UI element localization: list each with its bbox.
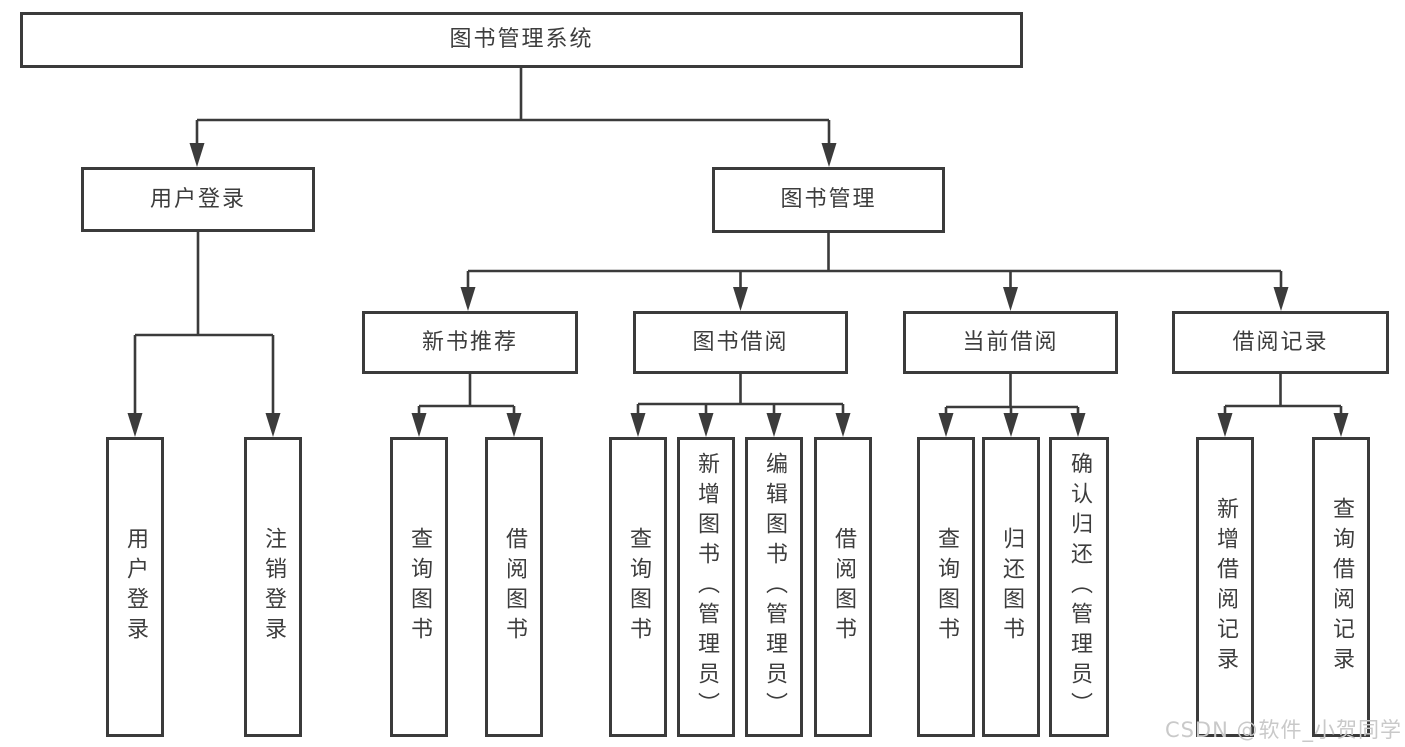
node-label: 借阅记录 (1232, 329, 1329, 355)
node-label: 归还图书 (999, 527, 1024, 647)
node-label: 借阅图书 (831, 527, 856, 647)
node-borrowing-records: 借阅记录 (1172, 311, 1389, 374)
leaf-borrow-books-borrowing: 借阅图书 (814, 437, 872, 737)
node-label: 图书管理系统 (449, 27, 594, 52)
node-label: 编辑图书（管理员） (762, 452, 787, 722)
node-book-management: 图书管理 (712, 167, 945, 233)
node-label: 查询借阅记录 (1329, 497, 1354, 677)
leaf-confirm-return-admin: 确认归还（管理员） (1049, 437, 1109, 737)
node-label: 查询图书 (626, 527, 651, 647)
leaf-user-login: 用户登录 (106, 437, 164, 737)
node-new-book-recommendation: 新书推荐 (362, 311, 578, 374)
node-label: 查询图书 (407, 527, 432, 647)
node-label: 新书推荐 (421, 329, 518, 355)
leaf-logout: 注销登录 (244, 437, 302, 737)
node-label: 当前借阅 (962, 329, 1059, 355)
node-label: 新增图书（管理员） (694, 452, 719, 722)
node-label: 借阅图书 (502, 527, 527, 647)
leaf-query-borrow-record: 查询借阅记录 (1312, 437, 1370, 737)
node-label: 图书管理 (780, 187, 877, 212)
node-book-borrowing: 图书借阅 (633, 311, 848, 374)
leaf-query-books-current: 查询图书 (917, 437, 975, 737)
node-label: 注销登录 (261, 527, 286, 647)
node-label: 用户登录 (149, 186, 246, 212)
leaf-add-books-admin: 新增图书（管理员） (677, 437, 735, 737)
node-label: 新增借阅记录 (1213, 497, 1238, 677)
leaf-add-borrow-record: 新增借阅记录 (1196, 437, 1254, 737)
node-label: 图书借阅 (692, 329, 789, 355)
node-current-borrowing: 当前借阅 (903, 311, 1118, 374)
node-label: 用户登录 (123, 527, 148, 647)
leaf-return-books: 归还图书 (982, 437, 1040, 737)
leaf-query-books-borrowing: 查询图书 (609, 437, 667, 737)
node-user-login: 用户登录 (81, 167, 315, 232)
leaf-edit-books-admin: 编辑图书（管理员） (745, 437, 803, 737)
node-label: 确认归还（管理员） (1067, 452, 1092, 722)
node-label: 查询图书 (934, 527, 959, 647)
watermark: CSDN @软件_小贺同学 (1164, 718, 1402, 742)
leaf-borrow-books-recommend: 借阅图书 (485, 437, 543, 737)
node-library-management-system: 图书管理系统 (20, 12, 1023, 68)
leaf-query-books-recommend: 查询图书 (390, 437, 448, 737)
